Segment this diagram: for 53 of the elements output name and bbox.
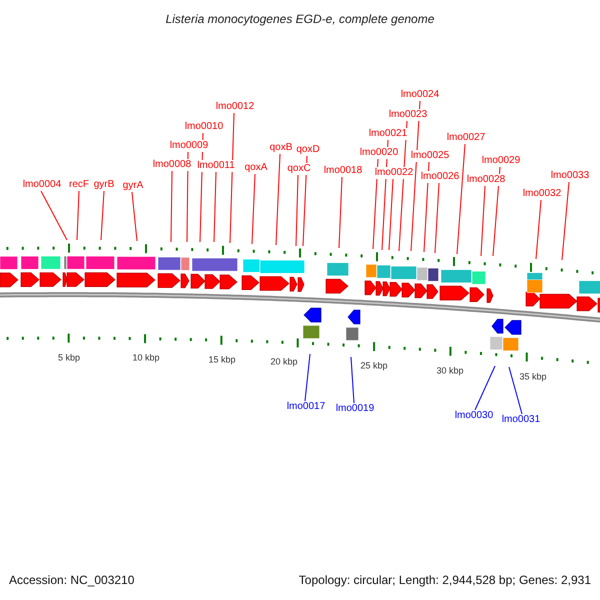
leader-line (434, 182, 440, 254)
leader-line (388, 178, 394, 250)
scale-label: 25 kbp (360, 360, 388, 372)
leader-line (76, 190, 80, 240)
leader-line (372, 158, 378, 250)
genome-summary-text: Topology: circular; Length: 2,944,528 bp; Genes: 2,931 (298, 573, 591, 587)
gene-label: lmo0009 (168, 140, 210, 152)
leader-line (214, 172, 216, 242)
scale-label: 10 kbp (132, 352, 160, 364)
gene-label: lmo0004 (22, 179, 62, 191)
leader-line (230, 112, 234, 244)
leader-line (562, 182, 570, 260)
gene-label: lmo0026 (420, 171, 460, 183)
gene-label: qoxB (268, 142, 294, 154)
leader-line (424, 162, 430, 252)
gene-label: lmo0020 (358, 147, 400, 159)
leader-line (492, 166, 500, 256)
scale-label: 30 kbp (436, 365, 464, 376)
leader-line (304, 354, 310, 402)
leader-line (338, 176, 342, 248)
gene-label: lmo0008 (152, 159, 192, 171)
scale-label: 15 kbp (208, 354, 236, 366)
leader-line (350, 356, 354, 404)
leader-line (276, 154, 280, 246)
leader-line (302, 156, 308, 246)
gene-label: lmo0023 (388, 109, 428, 121)
leader-line (296, 174, 298, 246)
diagram-title: Listeria monocytogenes EGD-e, complete genome (164, 11, 436, 28)
gene-label: gyrA (122, 180, 144, 192)
leader-line (536, 200, 542, 260)
gene-label: lmo0022 (374, 167, 414, 179)
leader-line (170, 170, 172, 242)
leader-line (474, 366, 496, 410)
accession-text: Accession: NC_003210 (9, 573, 134, 587)
scale-label: 5 kbp (58, 352, 80, 364)
gene-label: qoxD (295, 144, 321, 156)
gene-label: lmo0025 (410, 150, 450, 162)
leader-line (186, 152, 188, 242)
leader-line (132, 192, 138, 242)
gene-label: qoxA (244, 162, 268, 174)
leader-line (456, 144, 466, 254)
leader-line (100, 190, 104, 240)
gene-label: lmo0028 (466, 174, 506, 186)
leader-line (252, 174, 256, 244)
leader-line (40, 190, 68, 240)
gene-label: lmo0011 (196, 160, 236, 172)
gene-label: lmo0021 (368, 128, 408, 140)
scale-label: 35 kbp (519, 372, 547, 383)
leader-line (508, 366, 522, 414)
leader-line (480, 186, 486, 256)
scale-label: 20 kbp (270, 356, 298, 368)
gene-label: qoxC (286, 163, 312, 175)
gene-label: gyrB (92, 179, 116, 191)
